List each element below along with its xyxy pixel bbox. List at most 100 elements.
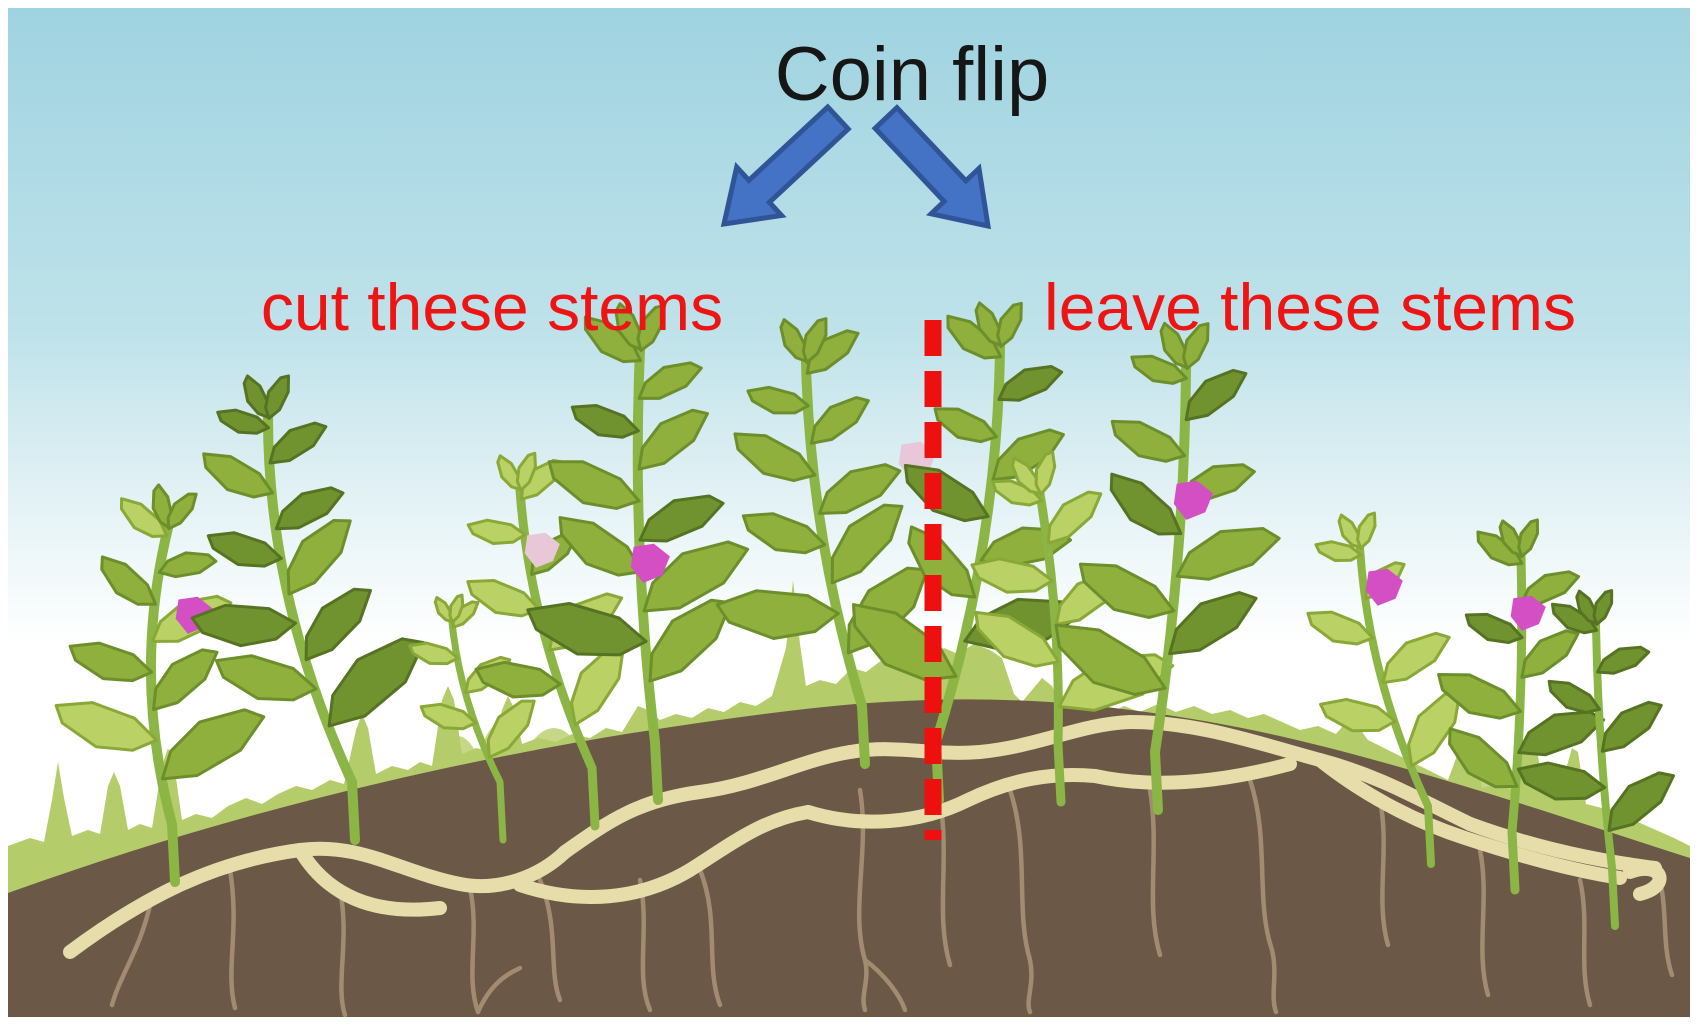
leaf: [1316, 694, 1397, 741]
plant-cut: [190, 371, 435, 845]
leaf: [520, 593, 650, 672]
leaf: [271, 506, 361, 602]
leaf: [160, 487, 201, 532]
leaf: [194, 444, 277, 510]
leaf: [139, 637, 225, 717]
leaf: [157, 548, 217, 579]
plant-leave: [1041, 319, 1285, 815]
stem: [1592, 620, 1619, 930]
roots: [63, 715, 1675, 1017]
plants: [47, 298, 1681, 930]
leaf: [813, 490, 913, 592]
leaf: [1036, 481, 1108, 549]
leaf: [928, 400, 1000, 452]
leaf: [466, 517, 527, 549]
plant-cut: [520, 300, 756, 805]
leaf: [625, 397, 715, 477]
leaf: [1542, 674, 1603, 722]
plant-leave: [1430, 516, 1608, 895]
leaf: [1098, 464, 1189, 550]
leaf: [1436, 719, 1524, 803]
leaf: [1511, 620, 1584, 684]
flower: [630, 543, 670, 583]
leaf: [417, 699, 478, 737]
leaf: [632, 353, 706, 406]
leaf: [289, 575, 380, 668]
stem: [263, 413, 360, 845]
flower: [1365, 568, 1403, 606]
leaf: [190, 603, 296, 650]
leaf: [801, 387, 874, 450]
leaf: [990, 298, 1027, 349]
leaf: [547, 506, 649, 592]
plant-cut: [714, 314, 936, 769]
leaf: [809, 452, 906, 523]
leaf: [629, 525, 756, 624]
title-coin-flip: Coin flip: [775, 32, 1050, 117]
coin-flip-right-arrow-icon: [871, 104, 992, 230]
leaf: [446, 593, 466, 624]
leaf: [1302, 604, 1376, 654]
leaf: [1352, 510, 1380, 550]
leaf: [992, 357, 1065, 407]
leaf: [91, 549, 161, 617]
leaf: [214, 405, 271, 441]
leaf: [1041, 610, 1173, 716]
leaf: [1372, 622, 1456, 691]
stem: [515, 485, 600, 831]
leaf: [1104, 411, 1189, 474]
leaf: [1513, 516, 1543, 558]
leaf: [796, 314, 832, 365]
flower: [524, 532, 560, 568]
leaf: [1595, 760, 1681, 838]
leaf: [1156, 578, 1264, 665]
leaf: [736, 504, 828, 565]
leaf: [1593, 640, 1652, 678]
leaf: [47, 691, 161, 765]
flower: [1510, 595, 1546, 631]
leaf: [1588, 587, 1616, 626]
leaf: [472, 657, 562, 705]
stem: [1149, 363, 1191, 815]
leaf: [540, 449, 645, 524]
leaf: [1313, 538, 1362, 566]
leaf: [566, 398, 641, 448]
label-leave-these-stems: leave these stems: [1044, 270, 1576, 344]
leaf: [744, 382, 810, 421]
leaf: [630, 583, 741, 691]
leaf: [1168, 514, 1284, 589]
leaf: [407, 639, 460, 670]
leaf: [714, 587, 839, 644]
label-cut-these-stems: cut these stems: [261, 270, 723, 344]
leaf: [64, 635, 155, 693]
stem: [448, 618, 507, 844]
leaf: [147, 693, 272, 792]
leaf: [1514, 757, 1607, 810]
leaf: [261, 413, 331, 469]
leaf: [1127, 349, 1190, 392]
leaf: [1175, 359, 1253, 427]
leaf: [511, 450, 540, 492]
plant-cut: [47, 484, 272, 887]
leaf: [1591, 691, 1668, 758]
leaf: [725, 422, 820, 495]
thick-roots: [63, 715, 1667, 959]
leaf: [964, 601, 1065, 683]
leaf: [1461, 607, 1525, 652]
leaf: [258, 371, 294, 421]
leaf: [203, 525, 285, 577]
stem: [146, 523, 180, 887]
leaf: [475, 690, 542, 763]
flower: [1173, 480, 1213, 520]
leaf: [1516, 563, 1582, 609]
stem: [1356, 544, 1435, 868]
leaf: [631, 484, 728, 551]
coin-flip-left-arrow-icon: [720, 103, 852, 228]
leaf: [1069, 551, 1180, 635]
leaf: [461, 571, 543, 627]
plant-leave: [1302, 510, 1470, 868]
coin-flip-arrows: [720, 103, 992, 230]
leaf: [968, 553, 1055, 601]
